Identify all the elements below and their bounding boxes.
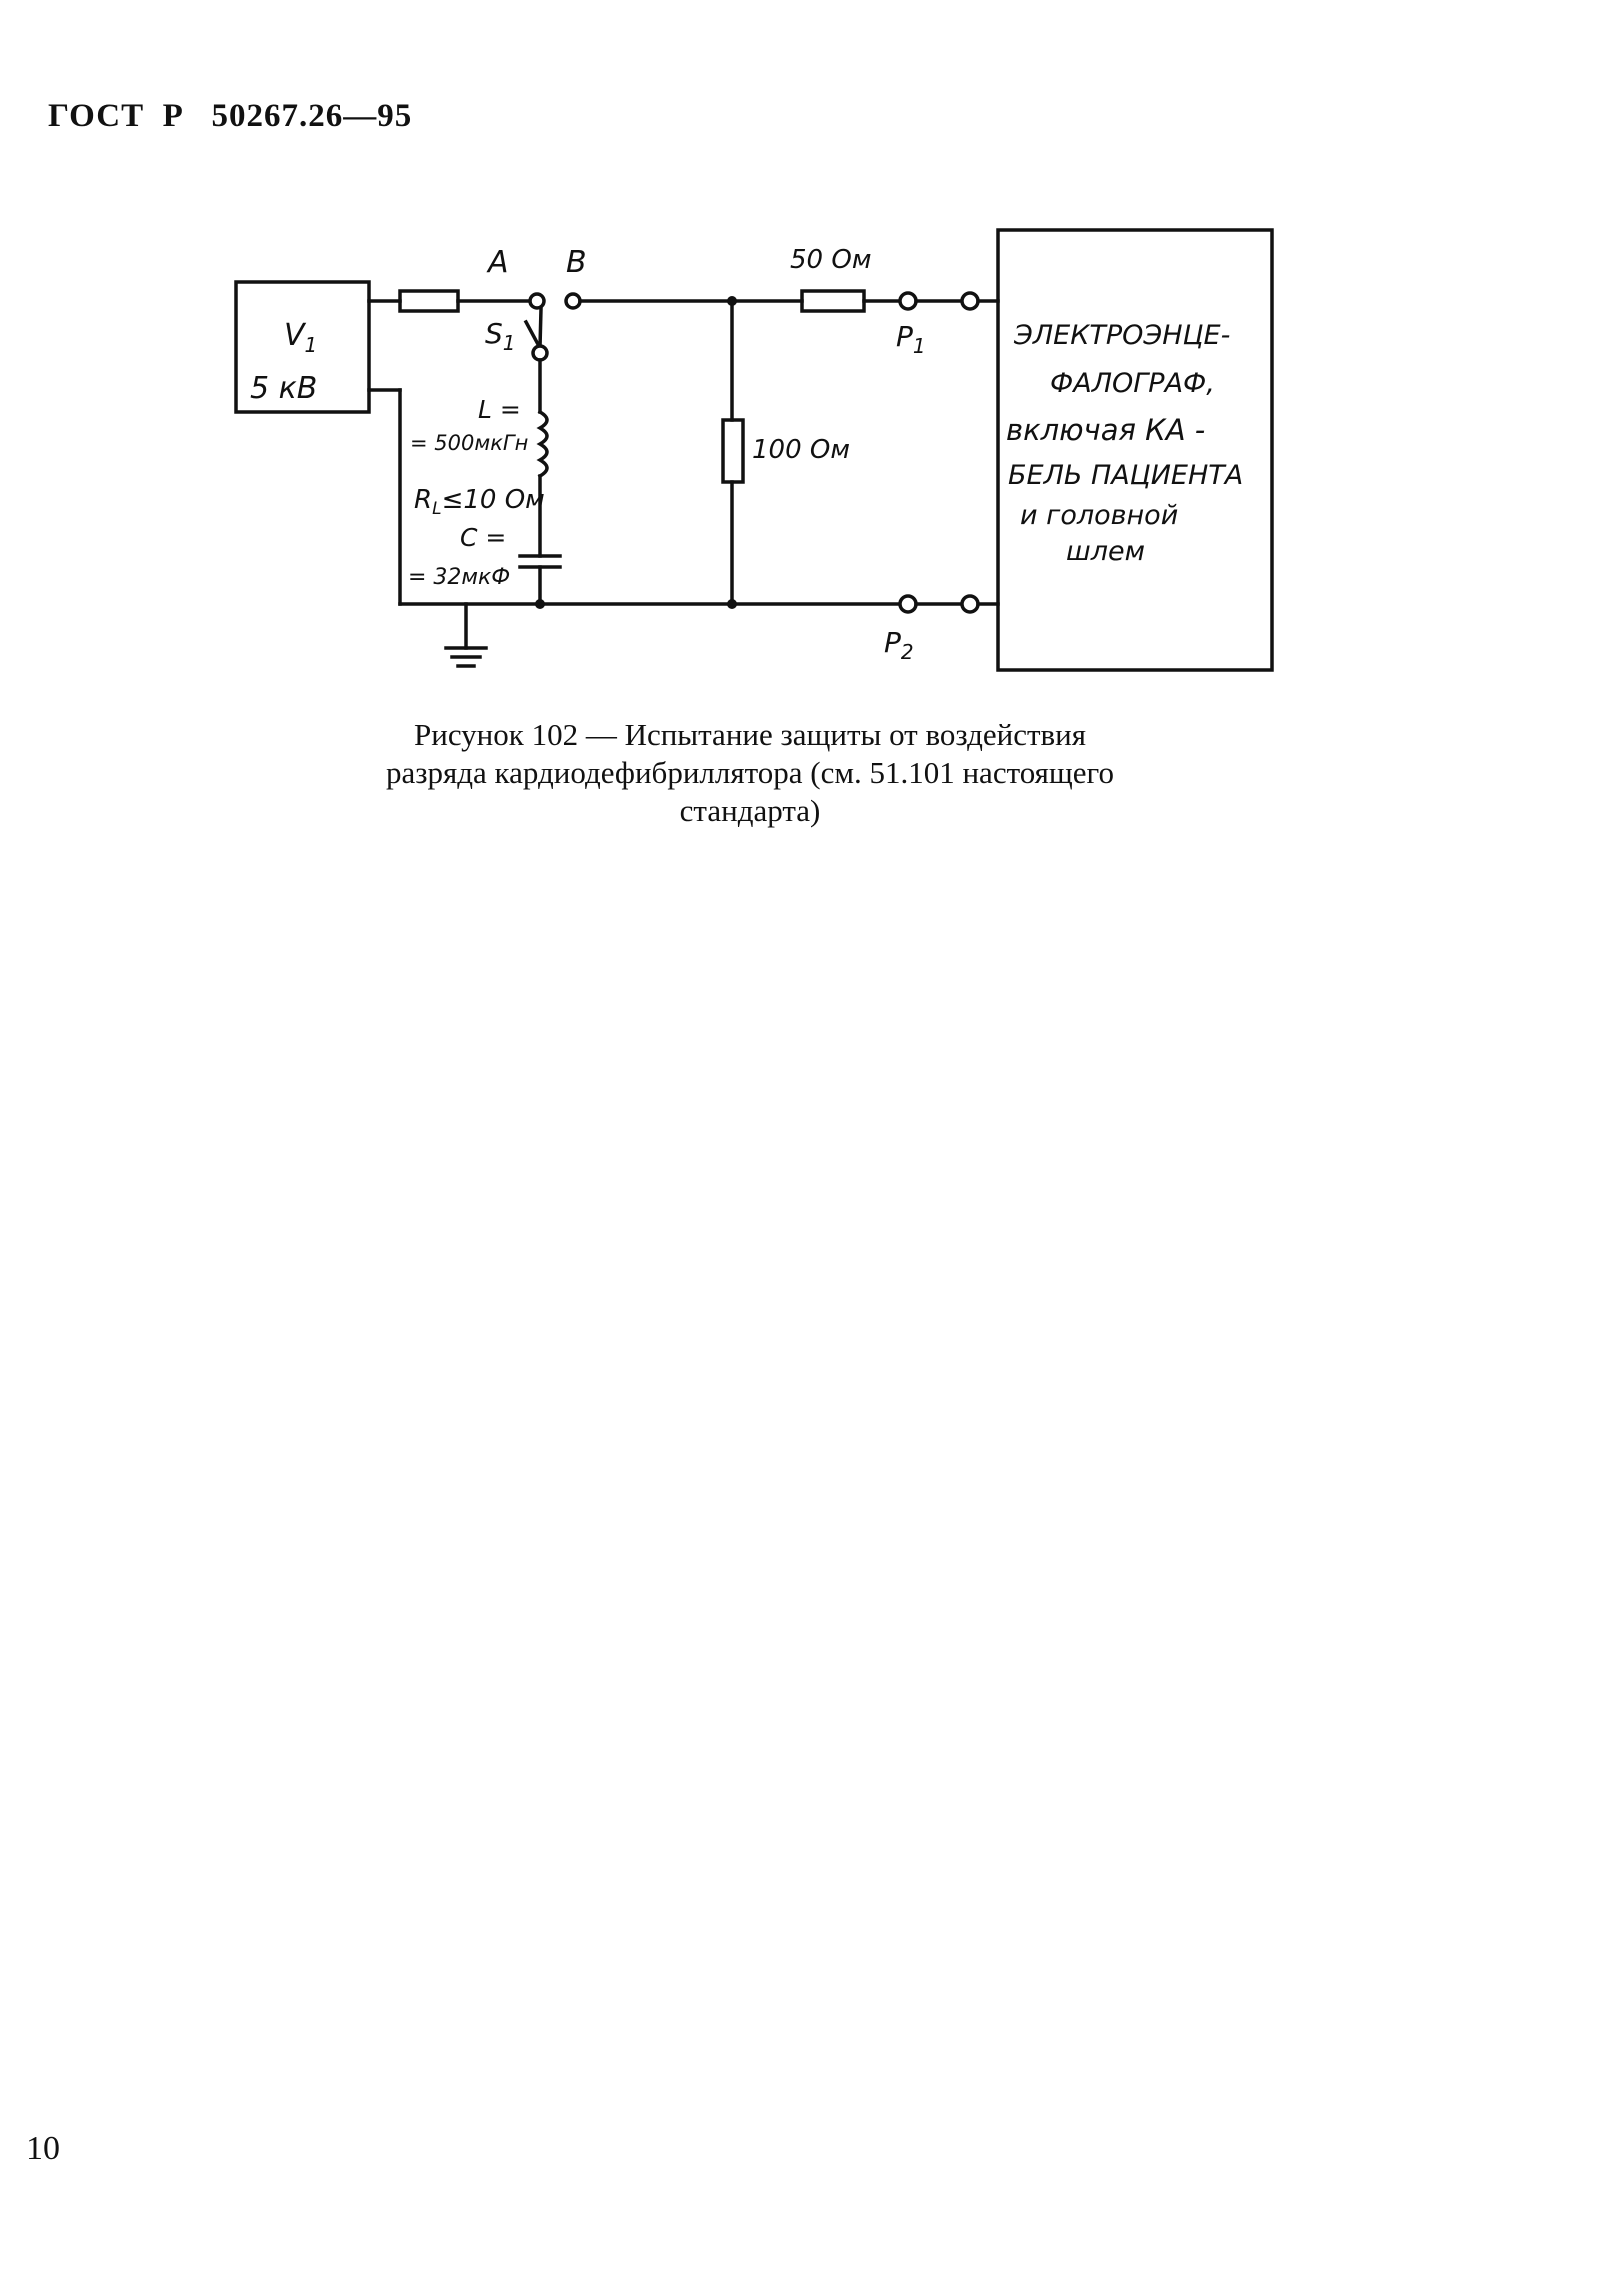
svg-text:БЕЛЬ ПАЦИЕНТА: БЕЛЬ ПАЦИЕНТА <box>1008 460 1243 491</box>
caption-line-3: стандарта) <box>679 793 821 828</box>
caption-line-2: разряда кардиодефибриллятора (см. 51.101… <box>386 755 1114 790</box>
svg-text:шлем: шлем <box>1066 536 1145 567</box>
inductor-value-label: = 500мкГн <box>410 431 528 455</box>
terminal-p2-label: P2 <box>884 626 914 664</box>
capacitor-label: C = <box>460 523 506 552</box>
switch-blade <box>538 307 543 349</box>
switch-b-label: B <box>566 245 587 280</box>
shunt-resistor-label: 100 Ом <box>752 435 850 465</box>
switch-name-label: S1 <box>485 317 516 355</box>
voltage-source-box <box>234 280 371 414</box>
figure-caption: Рисунок 102 — Испытание защиты от воздей… <box>220 716 1280 830</box>
device-terminal-2 <box>960 594 980 614</box>
series-resistor <box>800 289 866 313</box>
rl-label: RL≤10 Ом <box>414 485 545 519</box>
device-label: ЭЛЕКТРОЭНЦЕ- ФАЛОГРАФ, включая КА - БЕЛЬ… <box>1006 320 1243 567</box>
inductor <box>536 409 549 479</box>
device-terminal-1 <box>960 291 980 311</box>
svg-text:ФАЛОГРАФ,: ФАЛОГРАФ, <box>1050 368 1215 399</box>
switch-a-label: A <box>486 245 509 280</box>
capacitor-value-label: = 32мкФ <box>408 565 510 590</box>
junction-dot <box>727 296 737 306</box>
switch-pivot <box>531 344 549 362</box>
charging-resistor <box>398 289 460 313</box>
junction-dot <box>535 599 545 609</box>
source-label: V1 <box>284 318 317 357</box>
terminal-p1-label: P1 <box>896 320 926 358</box>
page-number: 10 <box>26 2130 60 2167</box>
terminal-p2 <box>898 594 918 614</box>
switch-terminal-a <box>528 292 546 310</box>
svg-text:и головной: и головной <box>1020 500 1178 531</box>
terminal-p1 <box>898 291 918 311</box>
inductor-label: L = <box>478 395 521 424</box>
svg-text:включая КА -: включая КА - <box>1006 413 1205 447</box>
document-header: ГОСТ Р 50267.26—95 <box>48 98 413 134</box>
source-voltage-label: 5 кВ <box>250 371 317 406</box>
shunt-resistor <box>721 418 745 484</box>
circuit-diagram: V1 5 кВ A B S1 L = = 500мкГн RL≤10 Ом C … <box>234 228 1274 672</box>
switch-terminal-b <box>564 292 582 310</box>
svg-text:ЭЛЕКТРОЭНЦЕ-: ЭЛЕКТРОЭНЦЕ- <box>1013 320 1230 351</box>
caption-line-1: Рисунок 102 — Испытание защиты от воздей… <box>413 717 1087 752</box>
junction-dot <box>727 599 737 609</box>
eeg-device-box <box>996 228 1274 672</box>
series-resistor-label: 50 Ом <box>790 245 871 275</box>
